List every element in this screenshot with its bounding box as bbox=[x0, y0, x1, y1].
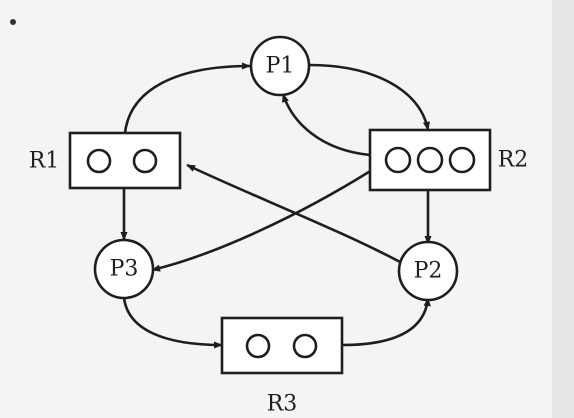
process-node-p1: P1 bbox=[249, 35, 311, 97]
resource-instance-r3-1 bbox=[245, 333, 271, 359]
resource-instance-r2-1 bbox=[384, 146, 412, 174]
resource-node-r2: R2 bbox=[368, 128, 529, 192]
corner-dot bbox=[10, 19, 16, 25]
resource-node-r1: R1 bbox=[29, 131, 182, 190]
edge-p3-to-r3 bbox=[122, 297, 223, 349]
resource-instance-r3-2 bbox=[292, 333, 318, 359]
resource-node-r3: R3 bbox=[220, 316, 344, 417]
process-circle-p2 bbox=[397, 240, 459, 302]
right-edge-shade bbox=[552, 0, 574, 418]
process-node-p3: P3 bbox=[93, 238, 155, 300]
resource-label-r1: R1 bbox=[29, 149, 60, 174]
resource-instance-r1-2 bbox=[132, 148, 158, 174]
nodes-layer: P1 P3 P2 R1 bbox=[29, 35, 529, 417]
edge-r3-to-p2 bbox=[341, 297, 431, 347]
edges-layer bbox=[120, 62, 432, 349]
process-label-p1: P1 bbox=[266, 54, 295, 79]
resource-instance-r1-1 bbox=[86, 148, 112, 174]
resource-box-r1 bbox=[68, 131, 182, 190]
resource-instance-r2-2 bbox=[416, 146, 444, 174]
process-label-p2: P2 bbox=[414, 259, 443, 284]
edge-r1-to-p1 bbox=[123, 62, 251, 134]
edge-r2-to-p3 bbox=[151, 168, 373, 272]
resource-instance-r2-3 bbox=[448, 146, 476, 174]
resource-box-r3 bbox=[220, 316, 344, 375]
edge-r2-to-p1 bbox=[281, 93, 371, 157]
process-node-p2: P2 bbox=[397, 240, 459, 302]
resource-label-r3: R3 bbox=[267, 392, 298, 417]
edge-p1-to-r2 bbox=[309, 63, 431, 131]
resource-label-r2: R2 bbox=[498, 148, 529, 173]
process-label-p3: P3 bbox=[110, 257, 139, 282]
process-circle-p3 bbox=[93, 238, 155, 300]
process-circle-p1 bbox=[249, 35, 311, 97]
edge-p2-to-r1 bbox=[186, 163, 403, 265]
